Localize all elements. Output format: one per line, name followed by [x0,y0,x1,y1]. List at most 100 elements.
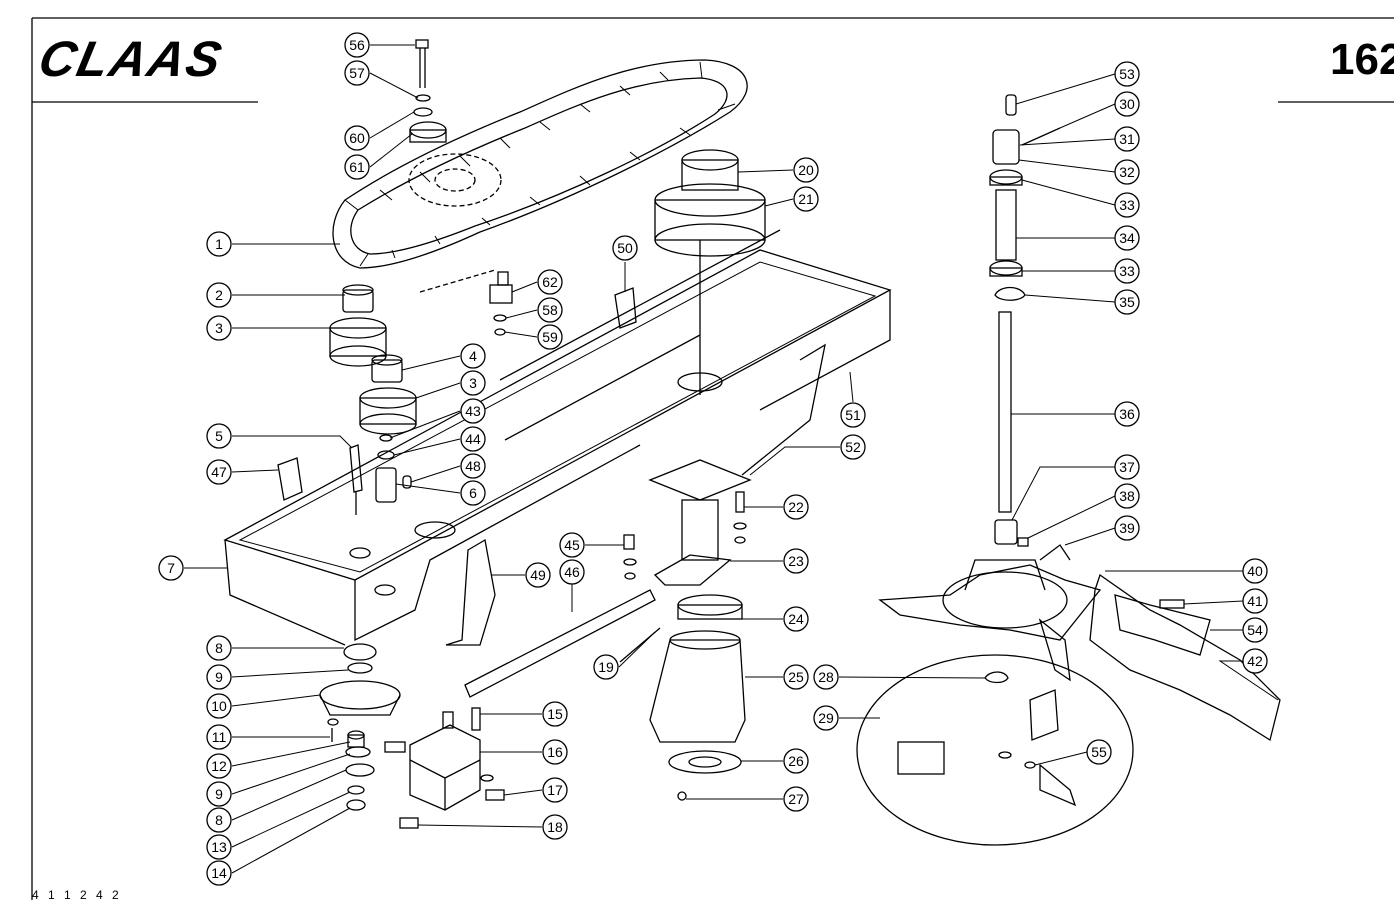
hydraulic-motor-drawing [384,707,505,829]
callout-number: 38 [1119,488,1135,504]
callout-number: 55 [1091,744,1107,760]
callout-number: 9 [215,669,223,685]
callout-number: 5 [215,428,223,444]
brackets-drawing [277,287,826,698]
timing-belt-drawing [332,59,748,269]
callout-46: 46 [559,559,585,585]
callout-22: 22 [783,494,809,520]
small-hardware-drawing [409,39,513,336]
leader-lines [184,44,1279,874]
callout-number: 61 [349,159,365,175]
callout-7: 7 [158,555,184,581]
callout-number: 8 [215,640,223,656]
callout-number: 37 [1119,459,1135,475]
callout-3: 3 [460,370,486,396]
callout-35: 35 [1114,289,1140,315]
lower-left-assembly-drawing [319,643,401,811]
callout-8: 8 [206,635,232,661]
callout-12: 12 [206,753,232,779]
dashed-pulley-drawing [408,153,502,293]
drive-gear-drawing [654,149,766,395]
callout-38: 38 [1114,483,1140,509]
callout-6: 6 [460,480,486,506]
callout-34: 34 [1114,225,1140,251]
callout-number: 27 [788,791,804,807]
callout-number: 23 [788,553,804,569]
callout-39: 39 [1114,515,1140,541]
callout-37: 37 [1114,454,1140,480]
callout-3: 3 [206,315,232,341]
callout-4: 4 [460,343,486,369]
callout-number: 22 [788,499,804,515]
callout-number: 46 [564,564,580,580]
callout-16: 16 [542,739,568,765]
callout-14: 14 [206,860,232,886]
callout-layer: 5657606112343434448654776258595020215152… [158,32,1268,886]
callout-number: 50 [617,240,633,256]
callout-number: 1 [215,236,223,252]
callout-number: 47 [211,464,227,480]
callout-number: 17 [547,782,563,798]
callout-26: 26 [783,748,809,774]
callout-57: 57 [344,60,370,86]
callout-number: 4 [469,348,477,364]
callout-number: 30 [1119,96,1135,112]
callout-42: 42 [1242,648,1268,674]
callout-number: 3 [215,320,223,336]
callout-31: 31 [1114,126,1140,152]
callout-number: 41 [1247,593,1263,609]
callout-2: 2 [206,282,232,308]
callout-number: 51 [845,407,861,423]
callout-number: 13 [211,839,227,855]
callout-number: 54 [1247,622,1263,638]
callout-41: 41 [1242,588,1268,614]
callout-number: 56 [349,37,365,53]
callout-number: 18 [547,819,563,835]
callout-number: 31 [1119,131,1135,147]
callout-44: 44 [460,426,486,452]
callout-number: 36 [1119,406,1135,422]
callout-32: 32 [1114,159,1140,185]
callout-51: 51 [840,402,866,428]
callout-47: 47 [206,459,232,485]
callout-number: 16 [547,744,563,760]
callout-1: 1 [206,231,232,257]
callout-number: 34 [1119,230,1135,246]
callout-54: 54 [1242,617,1268,643]
callout-48: 48 [460,453,486,479]
callout-number: 32 [1119,164,1135,180]
callout-27: 27 [783,786,809,812]
callout-number: 19 [598,659,614,675]
right-shaft-drawing [989,94,1061,547]
callout-17: 17 [542,777,568,803]
callout-number: 28 [818,669,834,685]
callout-number: 42 [1247,653,1263,669]
left-pulley-stack-drawing [329,284,417,515]
callout-18: 18 [542,814,568,840]
callout-number: 57 [349,65,365,81]
callout-25: 25 [783,664,809,690]
page-frame [31,17,1394,900]
callout-number: 24 [788,611,804,627]
callout-30: 30 [1114,91,1140,117]
callout-number: 12 [211,758,227,774]
callout-number: 26 [788,753,804,769]
callout-number: 49 [530,567,546,583]
callout-number: 14 [211,865,227,881]
callout-number: 58 [542,302,558,318]
center-hub-drawing [619,459,752,801]
callout-number: 60 [349,130,365,146]
callout-21: 21 [793,186,819,212]
callout-number: 48 [465,458,481,474]
callout-number: 25 [788,669,804,685]
callout-number: 59 [542,329,558,345]
callout-number: 15 [547,706,563,722]
callout-number: 53 [1119,66,1135,82]
callout-number: 10 [211,698,227,714]
page-number: 162 [1330,35,1394,84]
callout-13: 13 [206,834,232,860]
callout-11: 11 [206,724,232,750]
callout-5: 5 [206,423,232,449]
